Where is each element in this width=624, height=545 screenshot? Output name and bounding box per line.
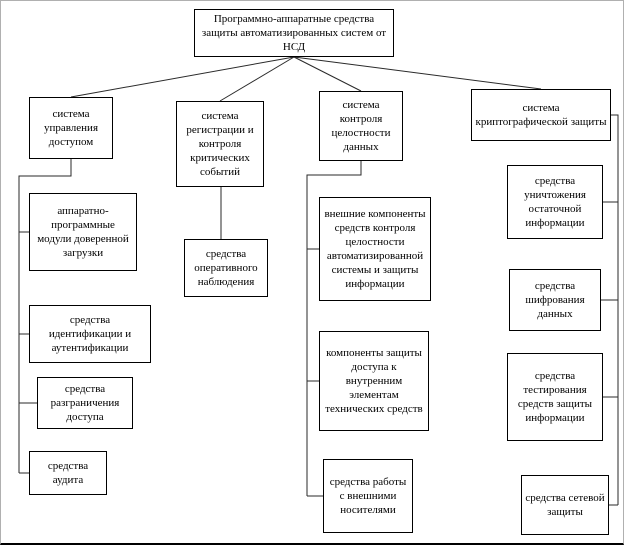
wire-branch4-trunk [611, 114, 619, 505]
wire-root-branch1 [70, 56, 295, 98]
wire-root-branch3 [293, 56, 362, 92]
node-external-media-tools: средства работы с внешними носителями [323, 459, 413, 533]
node-protection-testing: средства тестирования средств защиты инф… [507, 353, 603, 441]
node-integrity-control-system: система контроля целостности данных [319, 91, 403, 161]
wire-root-branch4 [293, 56, 542, 90]
wire-root-branch2 [219, 56, 295, 102]
node-access-delimitation: средства разграничения доступа [37, 377, 133, 429]
node-external-integrity-components: внешние компоненты средств контроля цело… [319, 197, 431, 301]
node-trusted-boot-modules: аппаратно-программные модули доверенной … [29, 193, 137, 271]
node-access-control-system: система управления доступом [29, 97, 113, 159]
node-data-encryption: средства шифрования данных [509, 269, 601, 331]
node-internal-access-protection: компоненты защиты доступа к внутренним э… [319, 331, 429, 431]
node-cryptographic-protection-system: система криптографической защиты [471, 89, 611, 141]
node-identification-authentication: средства идентификации и аутентификации [29, 305, 151, 363]
node-audit-tools: средства аудита [29, 451, 107, 495]
node-root: Программно-аппаратные средства защиты ав… [194, 9, 394, 57]
node-residual-info-destruction: средства уничтожения остаточной информац… [507, 165, 603, 239]
node-registration-control-system: система регистрации и контроля критическ… [176, 101, 264, 187]
node-operational-monitoring: средства оперативного наблюдения [184, 239, 268, 297]
node-network-protection: средства сетевой защиты [521, 475, 609, 535]
